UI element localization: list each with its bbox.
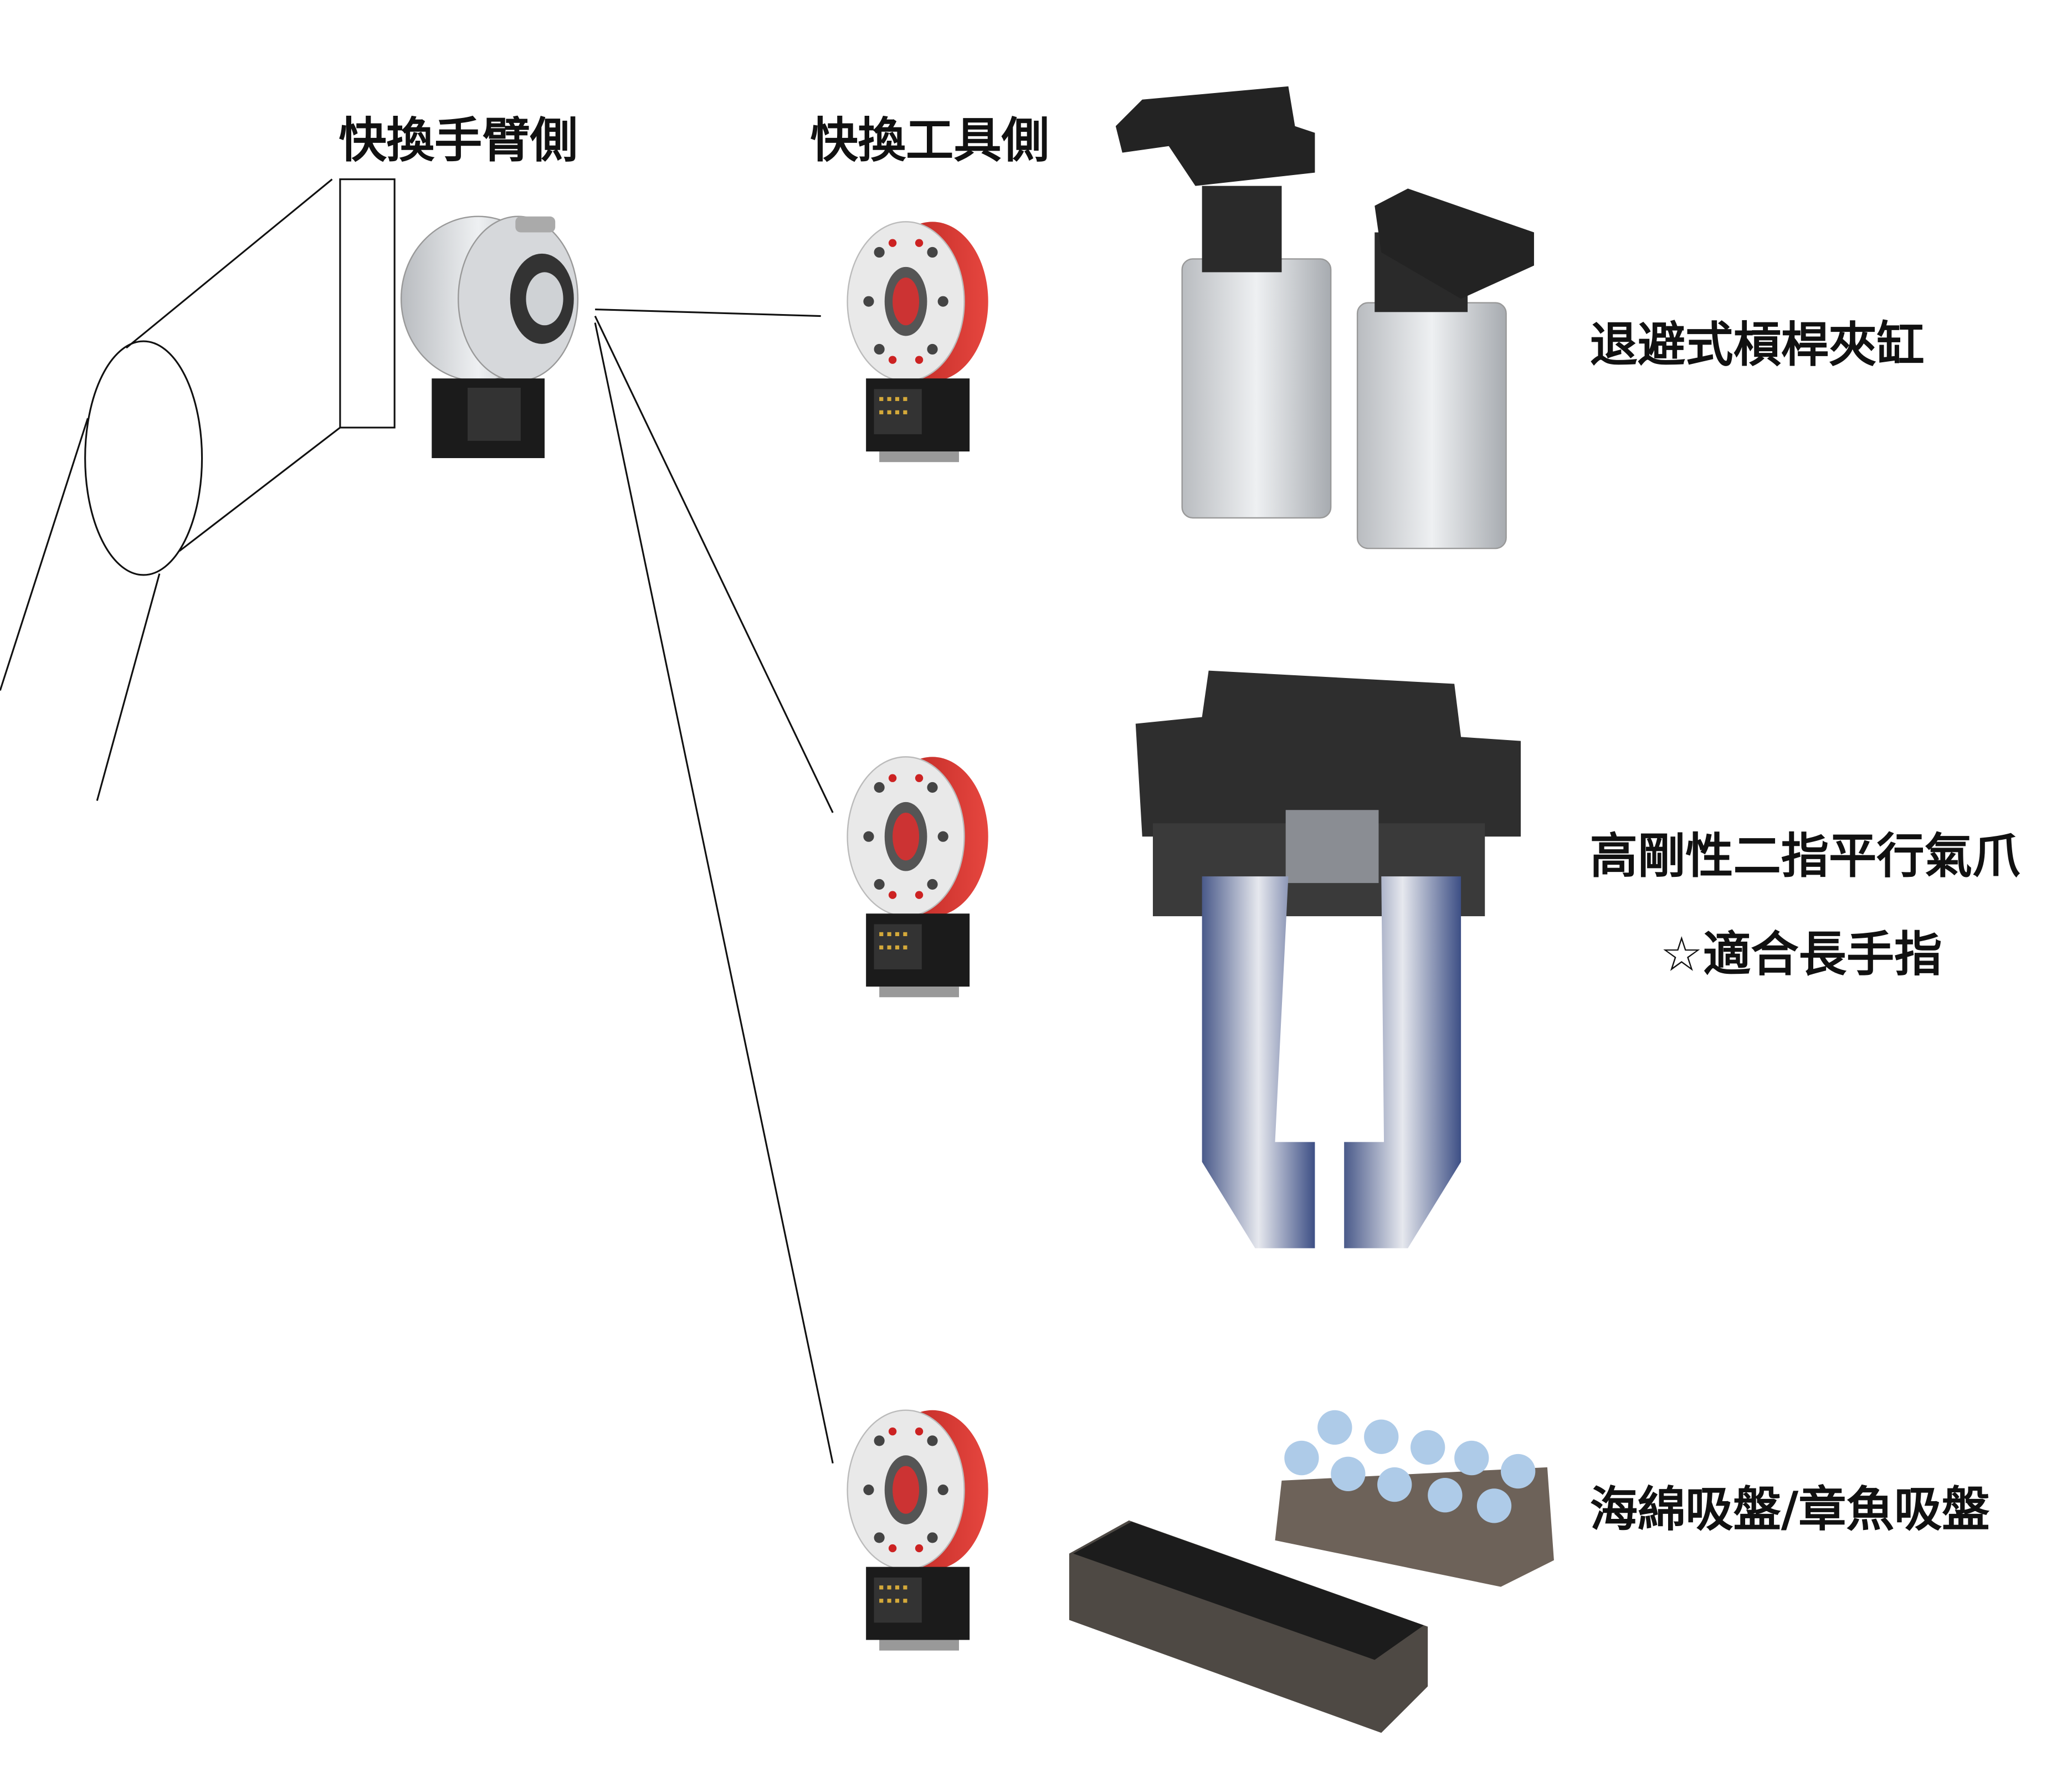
lever-clamp-cylinders-image bbox=[1115, 86, 1534, 550]
gripper-label: 高剛性二指平行氣爪 bbox=[1590, 829, 2020, 884]
tool-side-changer-1 bbox=[847, 221, 989, 463]
tool-side-label: 快換工具側 bbox=[810, 113, 1049, 168]
connector-lines bbox=[594, 308, 834, 1463]
tool-side-changer-2 bbox=[847, 756, 989, 998]
parallel-gripper-image bbox=[1135, 670, 1521, 1249]
lever-clamp-label: 退避式槓桿夾缸 bbox=[1590, 317, 1925, 373]
arm-side-label: 快換手臂側 bbox=[339, 113, 577, 168]
suction-cup-label: 海綿吸盤/章魚吸盤 bbox=[1590, 1482, 1990, 1537]
suction-cups-image bbox=[1069, 1410, 1554, 1733]
gripper-note: ☆適合長手指 bbox=[1660, 927, 1942, 982]
tool-side-changer-3 bbox=[847, 1409, 989, 1651]
arm-side-tool-changer bbox=[400, 215, 579, 459]
robot-arm-sketch bbox=[0, 178, 396, 801]
